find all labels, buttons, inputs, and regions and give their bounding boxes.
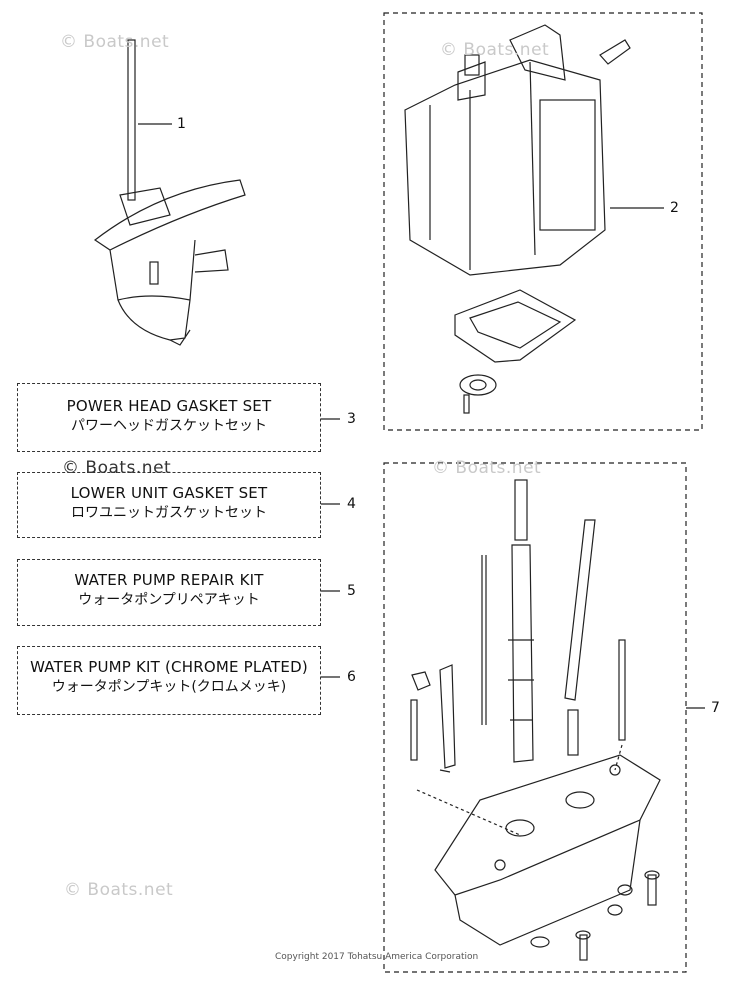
kit-water-pump-repair-kit: WATER PUMP REPAIR KIT ウォータポンプリペアキット <box>17 559 321 626</box>
watermark: © Boats.net <box>64 880 174 900</box>
lower-assembly-illustration <box>410 479 661 961</box>
kit-water-pump-kit-chrome: WATER PUMP KIT (CHROME PLATED) ウォータポンプキッ… <box>17 646 321 715</box>
watermark: © Boats.net <box>62 458 172 478</box>
power-head-group-box <box>383 12 703 431</box>
kit-power-head-gasket-set: POWER HEAD GASKET SET パワーヘッドガスケットセット <box>17 383 321 452</box>
callout-1: 1 <box>177 116 186 132</box>
watermark: © Boats.net <box>432 458 542 478</box>
kit-name-en: LOWER UNIT GASKET SET <box>70 484 268 502</box>
watermark: © Boats.net <box>440 40 550 60</box>
power-head-illustration <box>404 24 631 414</box>
kit-lower-unit-gasket-set: LOWER UNIT GASKET SET ロワユニットガスケットセット <box>17 472 321 538</box>
callout-7: 7 <box>711 700 720 716</box>
callout-6: 6 <box>347 669 356 685</box>
callout-3: 3 <box>347 411 356 427</box>
callout-2: 2 <box>670 200 679 216</box>
kit-name-jp: ウォータポンプリペアキット <box>78 592 260 608</box>
copyright-notice: Copyright 2017 Tohatsu America Corporati… <box>275 952 479 962</box>
kit-name-en: WATER PUMP KIT (CHROME PLATED) <box>30 658 308 676</box>
watermark: © Boats.net <box>60 32 170 52</box>
lower-unit-illustration <box>93 39 246 346</box>
callout-4: 4 <box>347 496 356 512</box>
kit-name-jp: パワーヘッドガスケットセット <box>71 418 267 434</box>
callout-5: 5 <box>347 583 356 599</box>
lower-assembly-group-box <box>383 462 687 973</box>
kit-name-en: POWER HEAD GASKET SET <box>66 397 272 415</box>
kit-name-en: WATER PUMP REPAIR KIT <box>74 571 264 589</box>
kit-name-jp: ウォータポンプキット(クロムメッキ) <box>51 679 287 695</box>
kit-name-jp: ロワユニットガスケットセット <box>71 505 267 521</box>
